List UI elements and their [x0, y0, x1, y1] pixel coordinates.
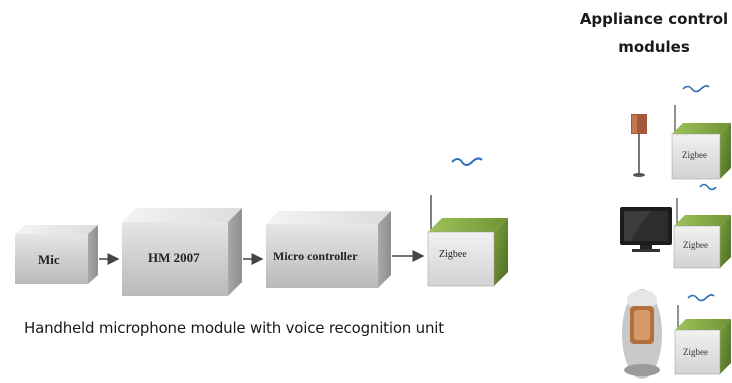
mic-label: Mic: [38, 252, 60, 267]
zigbee-main-label: Zigbee: [439, 249, 467, 260]
robot-icon: [622, 289, 662, 379]
television-icon: [620, 207, 672, 252]
wireless-signal-icon: [451, 157, 483, 166]
hm2007-label: HM 2007: [148, 250, 200, 265]
zigbee-main-module: [427, 195, 508, 287]
zigbee-robot-label: Zigbee: [683, 347, 708, 357]
appliance-title-line2: modules: [618, 38, 690, 56]
zigbee-module-tv: [673, 198, 731, 269]
mic-block: [15, 225, 98, 284]
wireless-signal-icon: [682, 85, 710, 93]
diagram-caption: Handheld microphone module with voice re…: [24, 319, 444, 337]
microcontroller-label: Micro controller: [273, 249, 358, 263]
appliance-title-line1: Appliance control: [579, 10, 729, 28]
hm2007-block: [122, 208, 242, 296]
zigbee-lamp-label: Zigbee: [682, 150, 707, 160]
zigbee-module-robot: [674, 305, 731, 375]
zigbee-tv-label: Zigbee: [683, 240, 708, 250]
microcontroller-block: [266, 211, 391, 288]
lamp-icon: [631, 114, 647, 177]
zigbee-module-lamp: [671, 105, 731, 180]
wireless-signal-icon: [687, 294, 715, 302]
wireless-signal-icon: [699, 183, 717, 191]
